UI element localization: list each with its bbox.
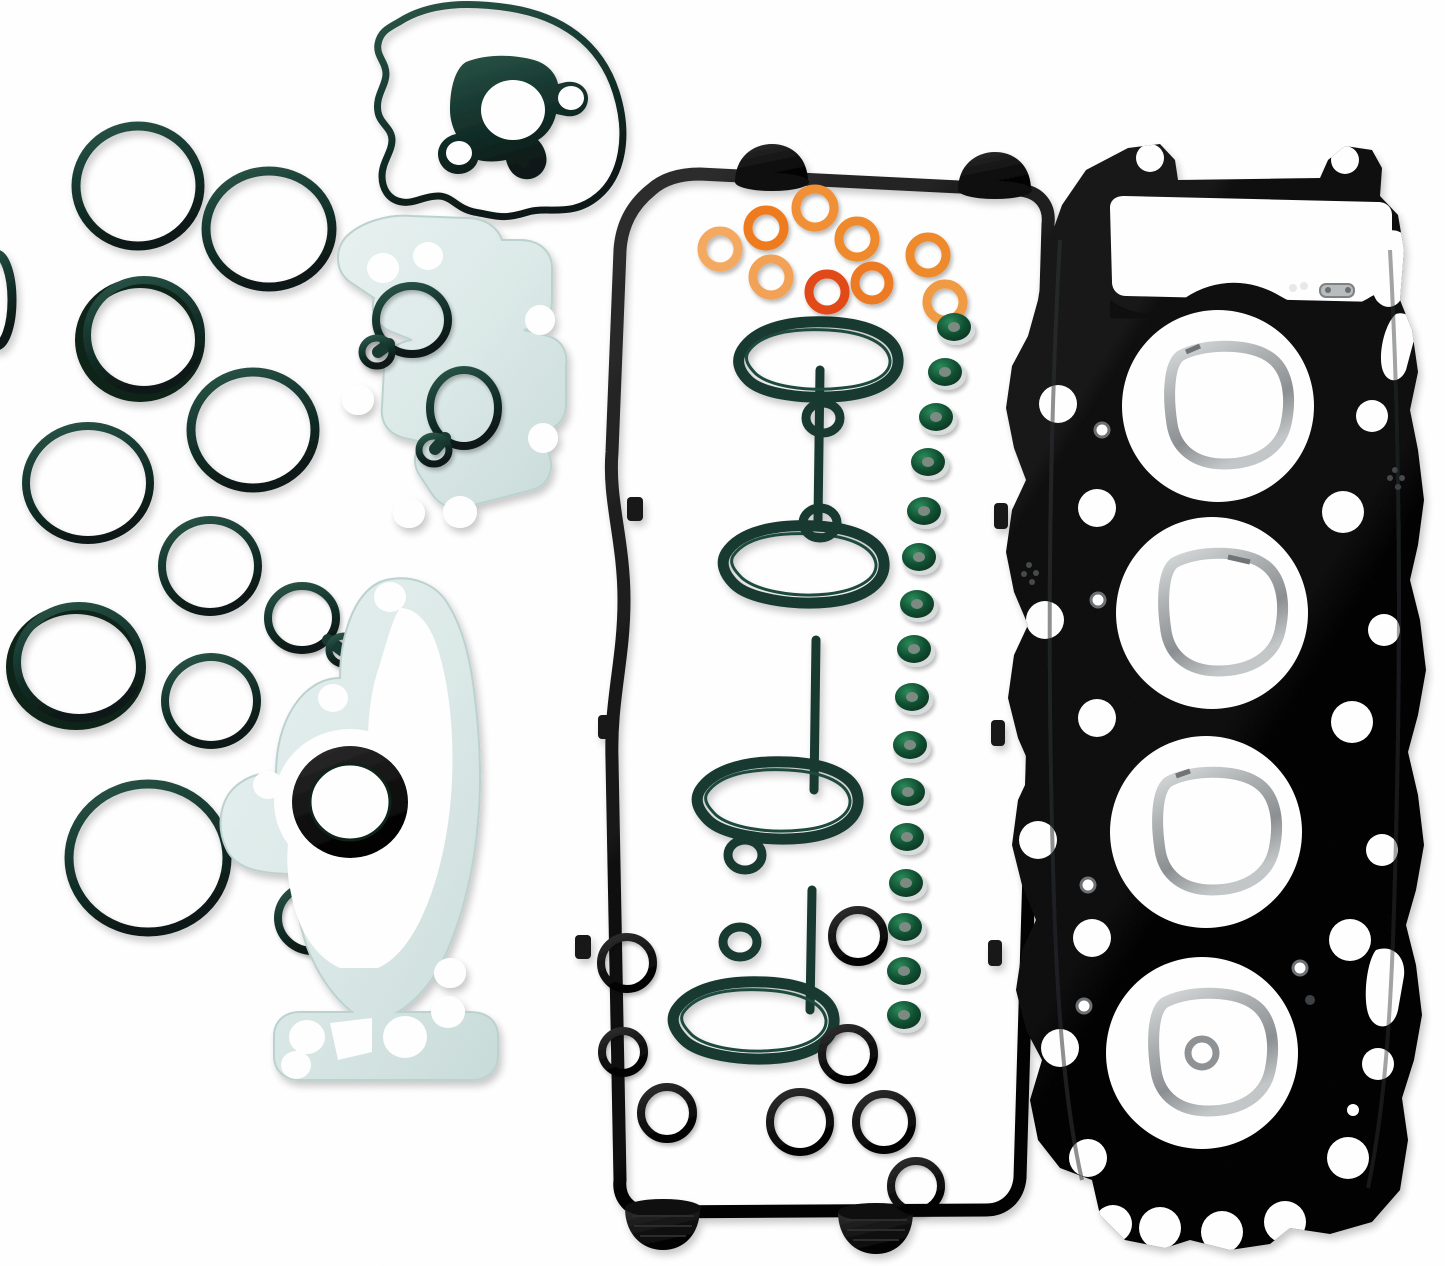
gasket-kit-canvas xyxy=(0,0,1445,1266)
photo-grain xyxy=(0,0,1445,1266)
gasket-kit-photo: Complete Engine Gasket and Seal Kit auto… xyxy=(0,0,1445,1266)
